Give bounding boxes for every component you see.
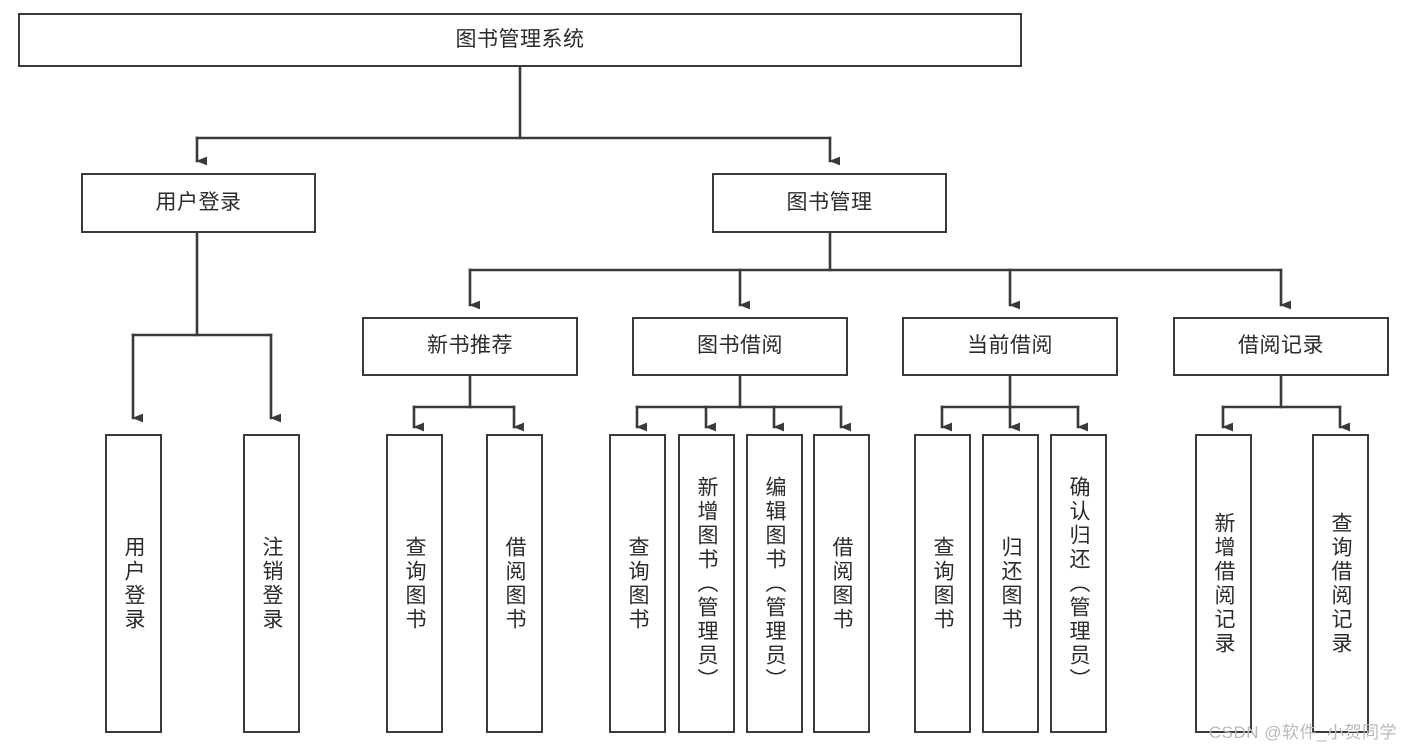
leaf-book-borrow-add[interactable]: 新增图书（管理员） [678, 434, 735, 733]
leaf-label: 查询图书 [403, 535, 426, 632]
leaf-borrow-record-query[interactable]: 查询借阅记录 [1312, 434, 1369, 733]
leaf-current-borrow-query[interactable]: 查询图书 [914, 434, 971, 733]
leaf-current-borrow-confirm[interactable]: 确认归还（管理员） [1050, 434, 1107, 733]
node-user-login[interactable]: 用户登录 [81, 173, 316, 233]
node-root[interactable]: 图书管理系统 [18, 13, 1022, 67]
leaf-new-book-borrow[interactable]: 借阅图书 [486, 434, 543, 733]
leaf-user-login-logout[interactable]: 注销登录 [243, 434, 300, 733]
node-root-label: 图书管理系统 [455, 27, 585, 51]
leaf-label: 新增借阅记录 [1212, 511, 1235, 656]
leaf-user-login-login[interactable]: 用户登录 [105, 434, 162, 733]
node-book-management-label: 图书管理 [786, 190, 873, 214]
leaf-label: 注销登录 [260, 535, 283, 632]
leaf-label: 查询图书 [931, 535, 954, 632]
leaf-new-book-query[interactable]: 查询图书 [386, 434, 443, 733]
watermark: CSDN @软件_小贺同学 [1208, 723, 1397, 742]
leaf-label: 用户登录 [122, 535, 145, 632]
leaf-label: 归还图书 [999, 535, 1022, 632]
node-user-login-label: 用户登录 [155, 190, 242, 214]
leaf-label: 借阅图书 [503, 535, 526, 632]
leaf-label: 借阅图书 [830, 535, 853, 632]
node-borrow-record-label: 借阅记录 [1238, 334, 1324, 358]
leaf-book-borrow-borrow[interactable]: 借阅图书 [813, 434, 870, 733]
node-book-management[interactable]: 图书管理 [712, 173, 947, 233]
leaf-label: 查询借阅记录 [1329, 511, 1352, 656]
leaf-book-borrow-query[interactable]: 查询图书 [609, 434, 666, 733]
node-new-book-recommend-label: 新书推荐 [427, 334, 513, 358]
leaf-label: 新增图书（管理员） [695, 475, 718, 692]
node-current-borrow-label: 当前借阅 [967, 334, 1053, 358]
node-book-borrow[interactable]: 图书借阅 [632, 317, 848, 376]
leaf-label: 确认归还（管理员） [1067, 475, 1090, 692]
leaf-borrow-record-add[interactable]: 新增借阅记录 [1195, 434, 1252, 733]
leaf-label: 查询图书 [626, 535, 649, 632]
leaf-book-borrow-edit[interactable]: 编辑图书（管理员） [746, 434, 803, 733]
node-book-borrow-label: 图书借阅 [697, 334, 783, 358]
node-new-book-recommend[interactable]: 新书推荐 [362, 317, 578, 376]
node-borrow-record[interactable]: 借阅记录 [1173, 317, 1389, 376]
node-current-borrow[interactable]: 当前借阅 [902, 317, 1118, 376]
leaf-label: 编辑图书（管理员） [763, 475, 786, 692]
leaf-current-borrow-return[interactable]: 归还图书 [982, 434, 1039, 733]
